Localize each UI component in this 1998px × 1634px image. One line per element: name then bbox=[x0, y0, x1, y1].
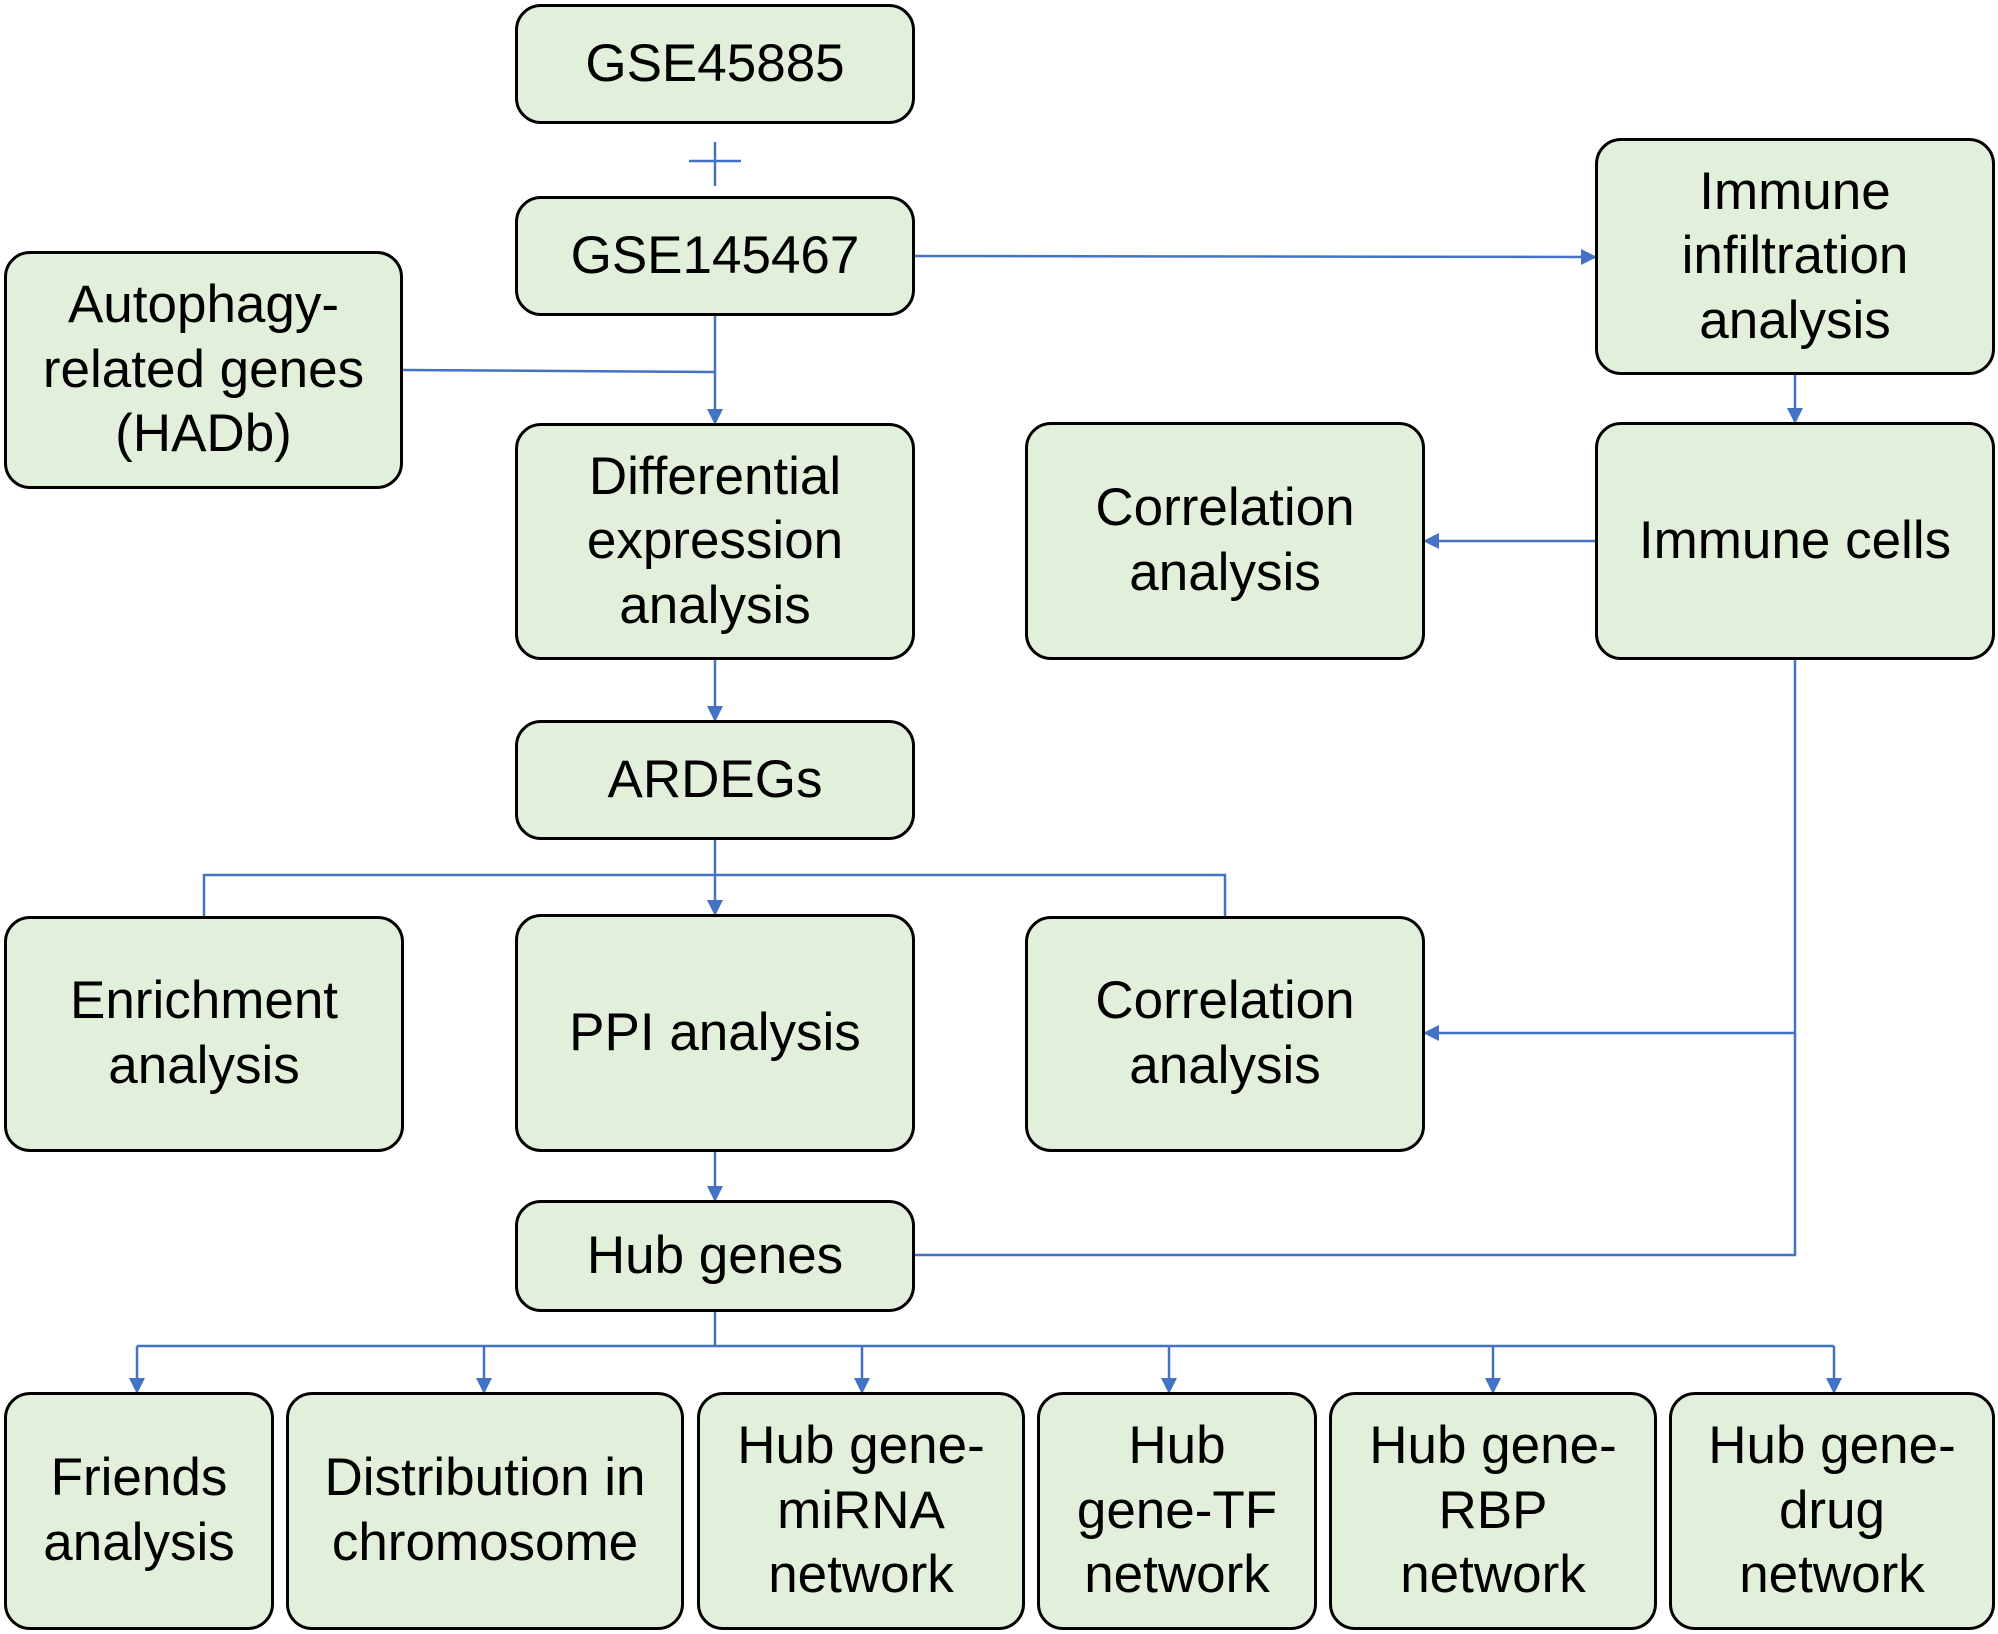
node-chromosome-distribution-label: Distribution in chromosome bbox=[324, 1448, 646, 1572]
node-tf-network-label: Hub gene-TF network bbox=[1076, 1416, 1278, 1605]
node-ppi-label: PPI analysis bbox=[569, 1002, 861, 1062]
node-correlation-mid: Correlation analysis bbox=[1025, 916, 1425, 1152]
node-autophagy-genes-label: Autophagy- related genes (HADb) bbox=[42, 275, 365, 464]
node-rbp-network: Hub gene- RBP network bbox=[1329, 1392, 1657, 1630]
node-immune-cells-label: Immune cells bbox=[1638, 510, 1952, 570]
node-rbp-network-label: Hub gene- RBP network bbox=[1369, 1416, 1617, 1605]
line-cells-trunk bbox=[915, 660, 1797, 1257]
node-gse145467: GSE145467 bbox=[515, 196, 915, 316]
node-correlation-mid-label: Correlation analysis bbox=[1095, 971, 1355, 1095]
arrow-gse-to-immune-infiltration bbox=[914, 248, 1597, 265]
node-ardegs: ARDEGs bbox=[515, 720, 915, 840]
node-enrichment: Enrichment analysis bbox=[4, 916, 404, 1152]
node-autophagy-genes: Autophagy- related genes (HADb) bbox=[4, 251, 403, 489]
node-gse45885-label: GSE45885 bbox=[585, 33, 845, 93]
node-gse145467-label: GSE145467 bbox=[570, 225, 860, 285]
node-correlation-top: Correlation analysis bbox=[1025, 422, 1425, 660]
node-gse45885: GSE45885 bbox=[515, 4, 915, 124]
node-friends-analysis: Friends analysis bbox=[4, 1392, 274, 1630]
node-immune-infiltration-label: Immune infiltration analysis bbox=[1681, 161, 1909, 350]
node-friends-analysis-label: Friends analysis bbox=[43, 1448, 235, 1572]
node-tf-network: Hub gene-TF network bbox=[1037, 1392, 1317, 1630]
node-correlation-top-label: Correlation analysis bbox=[1095, 478, 1355, 602]
node-chromosome-distribution: Distribution in chromosome bbox=[286, 1392, 684, 1630]
line-autophagy-join bbox=[402, 368, 716, 374]
node-immune-cells: Immune cells bbox=[1595, 422, 1995, 660]
line-ardegs-branch bbox=[202, 873, 1227, 916]
node-mirna-network: Hub gene- miRNA network bbox=[697, 1392, 1025, 1630]
node-enrichment-label: Enrichment analysis bbox=[69, 971, 339, 1095]
node-drug-network-label: Hub gene- drug network bbox=[1708, 1416, 1956, 1605]
node-ppi: PPI analysis bbox=[515, 914, 915, 1152]
node-differential-expression-label: Differential expression analysis bbox=[586, 446, 844, 635]
node-ardegs-label: ARDEGs bbox=[607, 749, 823, 809]
node-differential-expression: Differential expression analysis bbox=[515, 423, 915, 660]
node-immune-infiltration: Immune infiltration analysis bbox=[1595, 138, 1995, 375]
node-hub-genes-label: Hub genes bbox=[586, 1225, 844, 1285]
node-drug-network: Hub gene- drug network bbox=[1669, 1392, 1995, 1630]
node-mirna-network-label: Hub gene- miRNA network bbox=[737, 1416, 985, 1605]
node-hub-genes: Hub genes bbox=[515, 1200, 915, 1312]
